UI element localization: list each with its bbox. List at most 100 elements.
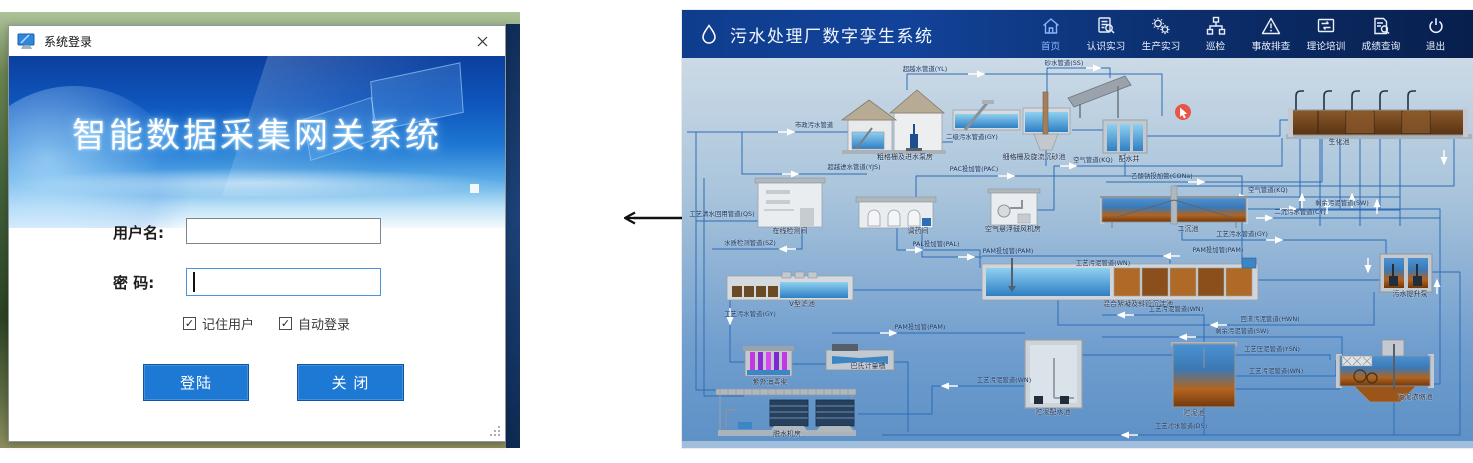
equipment-label: 贮泥配水池 [1036, 407, 1071, 416]
equipment-label: 配水井 [1119, 154, 1140, 163]
report-search-icon [1373, 17, 1389, 35]
login-button[interactable]: 登陆 [143, 364, 249, 401]
nav-item-inspection[interactable]: 巡检 [1188, 14, 1243, 54]
flocculation-sedimentation-tank [981, 257, 1259, 301]
login-titlebar: 系统登录 [9, 26, 505, 56]
water-drop-icon [702, 24, 716, 44]
v-type-filter [726, 271, 854, 301]
username-input[interactable] [186, 218, 381, 244]
biochemical-tank [1286, 90, 1472, 139]
pipe-label: 工艺清水回用管道(QS) [689, 209, 754, 218]
equipment-label: 粗格栅及进水泵房 [877, 152, 933, 161]
process-flow-diagram: 粗格栅及进水泵房 细格栅及旋流沉砂池 配水井 生化池 在线检测间 调药间 空气悬… [682, 58, 1473, 448]
pipe-label: 工艺污泥管道(WN) [1249, 366, 1303, 375]
pipe-label: 工艺污泥管道(WN) [1149, 304, 1203, 313]
pipe-label: PAL投加管(PAL) [913, 239, 960, 248]
checkbox-checked-icon: ✓ [183, 317, 196, 330]
digital-twin-window: 污水处理厂数字孪生系统 首页 认识实习 [682, 10, 1473, 448]
diagram-bottom-band [682, 441, 1473, 448]
secondary-clarifier [1100, 185, 1248, 228]
uv-disinfection-channel [743, 346, 794, 377]
pipe-label: 砂水管道(SS) [1045, 58, 1084, 67]
nav-label: 认识实习 [1086, 41, 1125, 53]
pipe-label: 工艺污水管道(GY) [1216, 229, 1268, 238]
dewatering-room [715, 388, 857, 436]
screen-transfer-icon [1317, 18, 1334, 33]
coarse-screen-pump-house [840, 89, 946, 154]
equipment-label: 混合絮凝及斜管沉淀池 [1103, 299, 1173, 308]
nav-label: 巡检 [1205, 41, 1226, 53]
nav-item-home[interactable]: 首页 [1023, 14, 1078, 54]
equipment-label: 生化池 [1329, 137, 1350, 146]
pipe-label: 剩余污泥管道(SW) [1315, 198, 1369, 207]
nav-item-score-query[interactable]: 成绩查询 [1353, 14, 1408, 54]
sewage-lift-pump [1379, 253, 1433, 293]
pipe-label: 空气管道(KQ) [1248, 185, 1288, 194]
nav-label: 首页 [1040, 41, 1061, 53]
auto-login-checkbox[interactable]: ✓ 自动登录 [279, 314, 350, 333]
parshall-flume [825, 344, 895, 371]
pipe-label: 工艺污泥管道(WN) [977, 375, 1031, 384]
nav-item-production-practice[interactable]: 生产实习 [1133, 14, 1188, 54]
remember-user-label: 记住用户 [202, 318, 255, 333]
equipment-label: 贮泥池 [1184, 408, 1205, 417]
gears-icon [1151, 17, 1170, 35]
pipe-label: 超越进水管道(YJS) [827, 162, 880, 171]
app-title: 污水处理厂数字孪生系统 [730, 26, 934, 47]
fine-screen-grit-chamber [952, 91, 1071, 151]
nav-item-theory-training[interactable]: 理论培训 [1298, 14, 1353, 54]
pipe-label: PAM投加管(PAM) [983, 246, 1034, 255]
equipment-label: 巴氏计量槽 [851, 361, 886, 370]
password-input[interactable] [186, 268, 381, 296]
nav-label: 生产实习 [1141, 41, 1180, 53]
mouse-cursor-indicator [1175, 104, 1191, 120]
nav-item-accident-investigation[interactable]: 事故排查 [1243, 14, 1298, 54]
checkbox-checked-icon: ✓ [279, 317, 293, 330]
power-icon [1428, 18, 1443, 34]
close-icon[interactable] [467, 26, 497, 56]
nav-item-logout[interactable]: 退出 [1408, 14, 1463, 54]
main-nav: 首页 认识实习 生产实习 [1023, 14, 1463, 54]
nav-label: 理论培训 [1306, 41, 1345, 53]
pipe-label: 工艺滤水管道(DS) [1155, 421, 1207, 430]
pipe-label: 二沉污水管道(CY) [1274, 207, 1326, 216]
pipe-label: 市政污水管道 [795, 120, 834, 129]
online-monitoring-room [754, 177, 826, 228]
pipe-label: 回流污泥管道(HWN) [1240, 314, 1299, 323]
close-button[interactable]: 关 闭 [297, 364, 404, 401]
text-caret [193, 272, 195, 292]
equipment-label: 空气悬浮鼓风机房 [985, 224, 1041, 233]
banner-title: 智能数据采集网关系统 [72, 116, 442, 156]
desktop-wallpaper-right [506, 24, 520, 448]
resize-grip[interactable] [489, 425, 501, 437]
pipe-label: 超越水管道(YL) [903, 64, 947, 73]
sludge-thickening-tank [1336, 339, 1434, 403]
username-label: 用户名: [113, 224, 164, 242]
twin-header: 污水处理厂数字孪生系统 首页 认识实习 [682, 10, 1473, 58]
equipment-label: 脱水机房 [773, 429, 801, 438]
equipment-label: 污泥浓缩池 [1398, 392, 1433, 401]
login-options: ✓ 记住用户 ✓ 自动登录 [183, 314, 350, 333]
auto-login-label: 自动登录 [298, 318, 351, 333]
sludge-storage-tank [1171, 342, 1237, 408]
login-banner: 智能数据采集网关系统 [9, 56, 505, 228]
dosing-room [855, 196, 937, 229]
nav-label: 退出 [1425, 41, 1446, 53]
pipe-label: PAC投加管(PAC) [950, 164, 999, 173]
equipment-label: 调药间 [908, 226, 929, 235]
password-label: 密 码: [113, 274, 155, 292]
login-window: 系统登录 智能数据采集网关系统 用户名: 密 码: ✓ 记住用户 [8, 25, 506, 442]
equipment-label: 紫外消毒渠 [753, 377, 788, 386]
nav-item-cognition-practice[interactable]: 认识实习 [1078, 14, 1133, 54]
equipment-label: 二沉池 [1178, 224, 1199, 233]
equipment-label: V型滤池 [789, 299, 815, 308]
home-icon [1042, 18, 1059, 34]
pipe-label: 剩余污泥管道(SW) [1215, 326, 1269, 335]
equipment-label: 污水提升泵 [1393, 289, 1428, 298]
equipment-label: 细格栅及旋流沉砂池 [1003, 152, 1066, 161]
nav-label: 成绩查询 [1361, 41, 1400, 53]
pipe-label: 工艺压泥管道(YSN) [1244, 344, 1300, 353]
remember-user-checkbox[interactable]: ✓ 记住用户 [183, 314, 254, 333]
login-window-title: 系统登录 [44, 34, 93, 49]
